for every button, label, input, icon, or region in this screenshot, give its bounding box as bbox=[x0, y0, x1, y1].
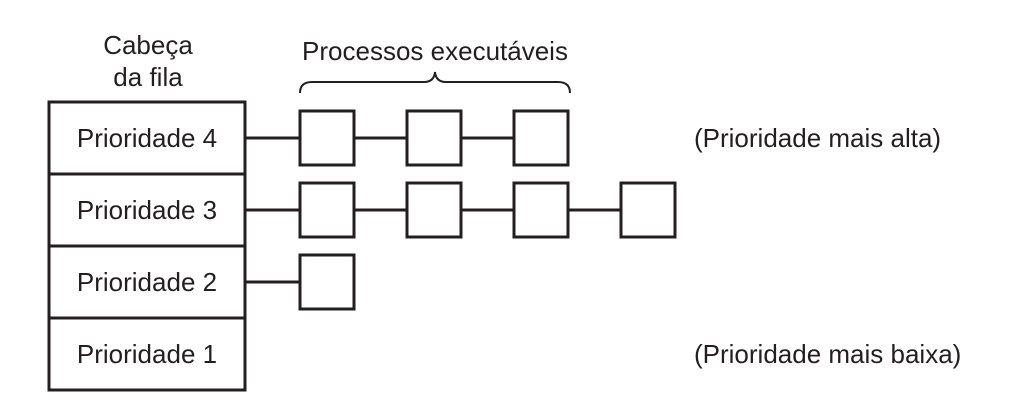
process-box bbox=[619, 181, 677, 239]
process-box bbox=[405, 181, 463, 239]
priority-row-label: Prioridade 2 bbox=[77, 267, 217, 297]
process-box bbox=[512, 181, 570, 239]
process-box bbox=[298, 181, 356, 239]
priority-row-label: Prioridade 1 bbox=[77, 339, 217, 369]
priority-note: (Prioridade mais baixa) bbox=[694, 339, 961, 369]
process-box bbox=[512, 109, 570, 167]
queue-head-label-line1: Cabeça bbox=[103, 30, 193, 60]
priority-row-box bbox=[47, 316, 247, 392]
queue-head-label-line2: da fila bbox=[113, 62, 183, 92]
priority-row-label: Prioridade 3 bbox=[77, 195, 217, 225]
priority-row-label: Prioridade 4 bbox=[77, 123, 217, 153]
runnable-processes-label: Processos executáveis bbox=[302, 36, 568, 66]
process-box bbox=[298, 109, 356, 167]
priority-row-box bbox=[47, 172, 247, 248]
priority-note: (Prioridade mais alta) bbox=[694, 123, 941, 153]
priority-row-box bbox=[47, 244, 247, 320]
process-box bbox=[298, 253, 356, 311]
process-box bbox=[405, 109, 463, 167]
runnable-processes-brace bbox=[299, 71, 571, 94]
priority-row-box bbox=[47, 100, 247, 176]
priority-rows: Prioridade 4 (Prioridade mais alta) Priori… bbox=[47, 100, 961, 392]
